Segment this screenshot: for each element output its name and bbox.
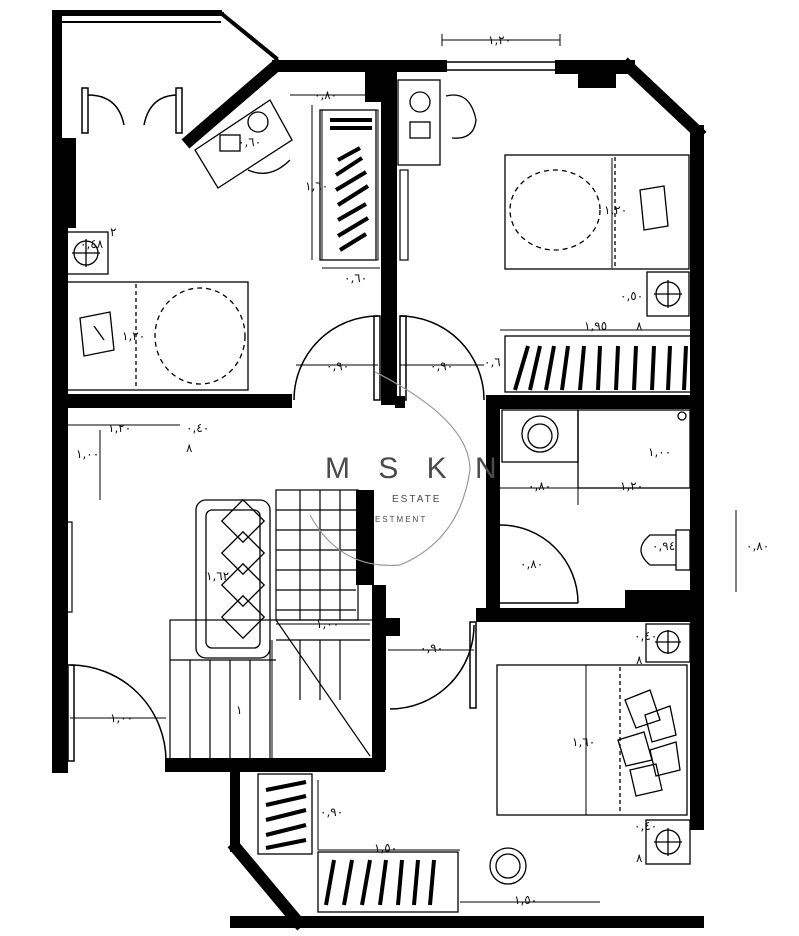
dim-label: ٠,٨٠ bbox=[520, 557, 543, 571]
staircase bbox=[169, 489, 375, 761]
watermark-line-2: ESTMENT bbox=[375, 515, 427, 524]
dim-label: ١,٩٥ bbox=[584, 319, 607, 333]
dim-label: ١,٢٠ bbox=[122, 329, 145, 343]
dim-label: ٠,٥٠ bbox=[620, 289, 643, 303]
wardrobe-hangers-3 bbox=[265, 780, 436, 906]
dim-label: ٠,٦ bbox=[484, 355, 501, 369]
dim-label: ١,٦٠ bbox=[572, 735, 595, 749]
wardrobe-hangers-1 bbox=[330, 118, 372, 252]
dim-label: ٠,٤٠ bbox=[634, 629, 657, 643]
dim-label: ١,٥٠ bbox=[374, 841, 397, 855]
dim-label: ١,٠٠ bbox=[76, 447, 99, 461]
dim-label: ١,٢٠ bbox=[620, 479, 643, 493]
bedroom-1-furniture bbox=[63, 99, 379, 391]
dim-label: ٠,٩٠ bbox=[320, 805, 343, 819]
doors bbox=[64, 87, 579, 762]
dim-label: ١,٦٠ bbox=[305, 179, 328, 193]
dim-label: ٠,٦٠ bbox=[344, 271, 367, 285]
dim-label: ٠,٨٠ bbox=[528, 479, 551, 493]
dim-label: ٨ bbox=[186, 441, 193, 455]
dim-label: ٨ bbox=[636, 653, 643, 667]
dim-label: ٠,٩٠ bbox=[326, 359, 349, 373]
sofa bbox=[195, 498, 271, 659]
watermark-brand: M S K N bbox=[325, 452, 507, 485]
dimension-lines bbox=[62, 34, 737, 903]
dim-label: ٠,٨٠ bbox=[746, 539, 769, 553]
dim-label: ١,٦٢ bbox=[206, 569, 229, 583]
diagonal-walls bbox=[60, 11, 707, 931]
dim-label: ١,٠٠ bbox=[316, 617, 339, 631]
dim-label: ٢ bbox=[110, 225, 116, 239]
dim-label: ١,٢٠ bbox=[604, 203, 627, 217]
dim-label: ٠,٦٠ bbox=[238, 135, 261, 149]
dim-label: ٠,٤٠ bbox=[634, 819, 657, 833]
dim-label: ٨ bbox=[636, 851, 643, 865]
bedroom-2-furniture bbox=[397, 79, 692, 393]
dim-label: ١,٢٠ bbox=[108, 421, 131, 435]
dim-label: ١,٢٠ bbox=[488, 33, 511, 47]
dim-label: ٠,٨٠ bbox=[314, 88, 337, 102]
dim-label: ١,٠٠ bbox=[648, 445, 671, 459]
dim-label: ٨ bbox=[636, 319, 643, 333]
bedroom-3-furniture bbox=[257, 623, 691, 913]
dim-label: ١,٥٠ bbox=[514, 893, 537, 907]
dimension-labels: ١,٢٠ ٠,٨٠ ١,٦٠ ٠,٦٠ ٠,٦٠ ٠,٤٨ ٢ ١,٢٠ ١,٢… bbox=[76, 33, 769, 907]
dim-label: ٠,٩٠ bbox=[420, 641, 443, 655]
dim-label: ١ bbox=[236, 703, 242, 717]
dim-label: ٠,٤٨ bbox=[80, 237, 104, 251]
wardrobe-hangers-2 bbox=[513, 345, 688, 391]
watermark: M S K N ESTATE ESTMENT bbox=[309, 371, 507, 567]
dim-label: ٠,٤٠ bbox=[186, 421, 209, 435]
windows bbox=[447, 61, 701, 800]
dim-label: ١,٠٠ bbox=[110, 711, 133, 725]
watermark-line-1: ESTATE bbox=[392, 494, 441, 505]
dim-label: ٠,٩٠ bbox=[430, 359, 453, 373]
dim-label: ٠,٩٤ bbox=[652, 539, 675, 553]
